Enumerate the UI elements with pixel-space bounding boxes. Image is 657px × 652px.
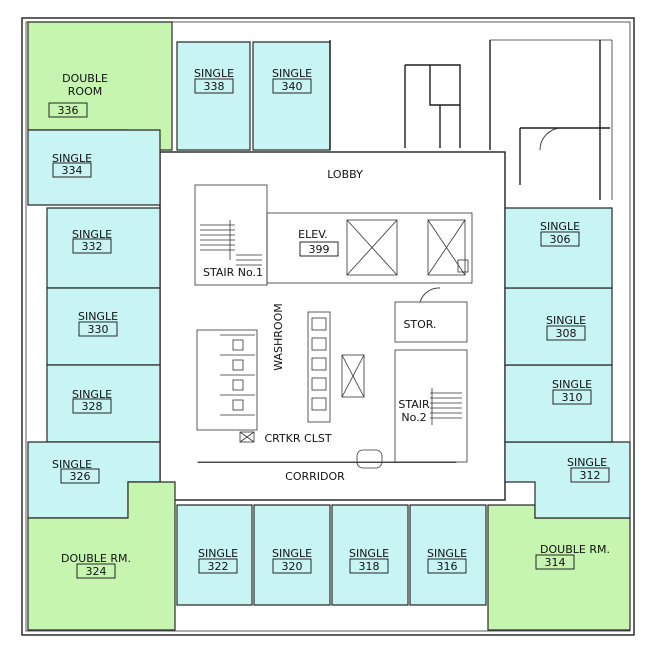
room-334-number-box [52,162,92,178]
room-340-label: SINGLE [272,67,312,80]
room-336-number-box [48,102,88,118]
outer-wall-inner-line [25,21,631,632]
room-312-label: SINGLE [567,456,607,469]
room-336-label-line2: ROOM [68,85,102,98]
room-308-label: SINGLE [546,314,586,327]
room-320-label: SINGLE [272,547,312,560]
room-324-label: DOUBLE RM. [61,552,131,565]
room-318-label: SINGLE [349,547,389,560]
service-area-ne [329,39,613,200]
room-338 [176,41,251,151]
room-340-number: 340 [282,80,303,93]
core-boundary [159,151,506,501]
room-338-label: SINGLE [194,67,234,80]
stair-1-label: STAIR No.1 [203,266,263,279]
room-318-number: 318 [359,560,380,573]
room-338-number-box [194,78,234,94]
room-310-label: SINGLE [552,378,592,391]
room-334-number: 334 [62,164,83,177]
outer-wall [21,17,635,636]
room-312 [504,441,631,519]
room-306-label: SINGLE [540,220,580,233]
room-316-label: SINGLE [427,547,467,560]
washroom-label: WASHROOM [272,303,285,371]
room-308-number: 308 [556,327,577,340]
storage-label: STOR. [403,318,436,331]
room-332-number: 332 [82,240,103,253]
labels-layer: DOUBLEROOM336SINGLE338SINGLE340SINGLE334… [48,67,610,579]
room-328-number: 328 [82,400,103,413]
room-330-number: 330 [88,323,109,336]
stair-2 [394,287,468,463]
room-320 [253,504,331,606]
elevator-number: 399 [309,243,330,256]
lobby-label: LOBBY [327,168,363,181]
room-314-number: 314 [545,556,566,569]
room-330-label: SINGLE [78,310,118,323]
room-308-number-box [546,325,586,341]
room-336-number: 336 [58,104,79,117]
room-340-number-box [272,78,312,94]
room-328-number-box [72,398,112,414]
room-340 [252,41,331,151]
room-306 [504,207,613,289]
room-312-number: 312 [580,469,601,482]
room-326-number-box [60,468,100,484]
room-330-number-box [78,321,118,337]
elevator-shafts [266,212,473,284]
room-310-number-box [552,389,592,405]
room-322-number-box [198,558,238,574]
room-310-number: 310 [562,391,583,404]
room-318-number-box [349,558,389,574]
room-324-number: 324 [86,565,107,578]
room-332-number-box [72,238,112,254]
room-336-label-line1: DOUBLE [62,72,108,85]
room-316-number-box [427,558,467,574]
stair-2-label-line1: STAIR [398,398,430,411]
room-324 [27,481,176,631]
room-324-number-box [76,563,116,579]
room-326-label: SINGLE [52,458,92,471]
room-314-number-box [535,554,575,570]
rooms-layer [27,21,631,631]
room-312-number-box [570,467,610,483]
room-322-number: 322 [208,560,229,573]
room-332-label: SINGLE [72,228,112,241]
room-334 [27,129,161,206]
room-328-label: SINGLE [72,388,112,401]
room-314-label: DOUBLE RM. [540,543,610,556]
elevator-label: ELEV. [298,228,328,241]
room-320-number: 320 [282,560,303,573]
room-322-label: SINGLE [198,547,238,560]
room-326-number: 326 [70,470,91,483]
room-334-label: SINGLE [52,152,92,165]
room-316 [409,504,487,606]
stair-2-label-line2: No.2 [401,411,426,424]
room-306-number-box [540,231,580,247]
corridor-label: CORRIDOR [285,470,345,483]
room-318 [331,504,409,606]
room-316-number: 316 [437,560,458,573]
room-322 [176,504,253,606]
room-306-number: 306 [550,233,571,246]
caretaker-closet-label: CRTKR CLST [264,432,331,445]
room-338-number: 338 [204,80,225,93]
elevator-number-box [299,241,339,257]
room-320-number-box [272,558,312,574]
